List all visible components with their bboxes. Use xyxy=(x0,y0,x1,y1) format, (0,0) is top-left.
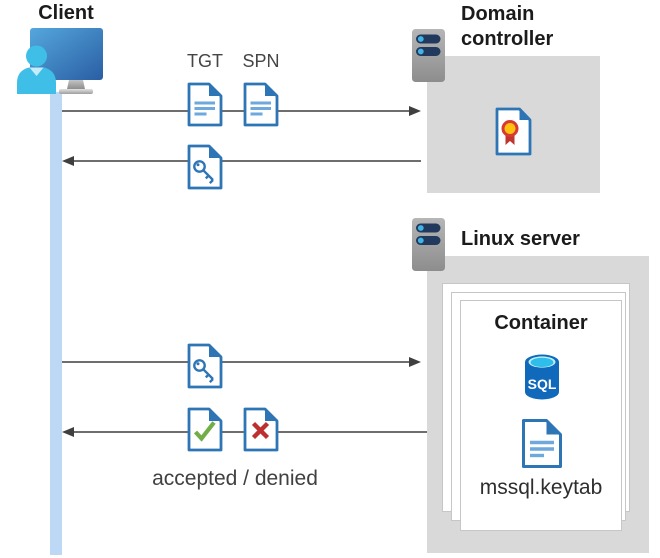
container-label: Container xyxy=(494,312,588,334)
accepted-denied-label: accepted / denied xyxy=(152,467,318,490)
linux-server-label: Linux server xyxy=(461,228,580,250)
tgt-document-icon xyxy=(187,82,223,127)
check-document-icon xyxy=(187,407,223,452)
sql-database-icon: SQL xyxy=(525,354,559,400)
domain-controller-label: Domain controller xyxy=(461,3,554,50)
keytab-document-icon xyxy=(522,419,562,468)
keytab-label: mssql.keytab xyxy=(479,476,603,499)
client-label: Client xyxy=(38,2,94,24)
linux-server-icon xyxy=(412,218,445,271)
response-arrow-from-dc xyxy=(62,156,421,166)
sql-badge-text: SQL xyxy=(528,376,557,392)
spn-label: SPN xyxy=(242,51,280,71)
dc-server-icon xyxy=(412,29,445,82)
spn-document-icon xyxy=(243,82,279,127)
client-timeline-bar xyxy=(50,92,62,555)
cross-document-icon xyxy=(243,407,279,452)
key-document-icon-2 xyxy=(187,343,223,389)
request-arrow-to-linux xyxy=(62,357,421,367)
request-arrow-to-dc xyxy=(62,106,421,116)
client-user-monitor-icon xyxy=(17,28,103,94)
tgt-label: TGT xyxy=(187,51,223,71)
certificate-document-icon xyxy=(495,107,532,156)
key-document-icon xyxy=(187,144,223,190)
container-page-front xyxy=(460,300,622,531)
